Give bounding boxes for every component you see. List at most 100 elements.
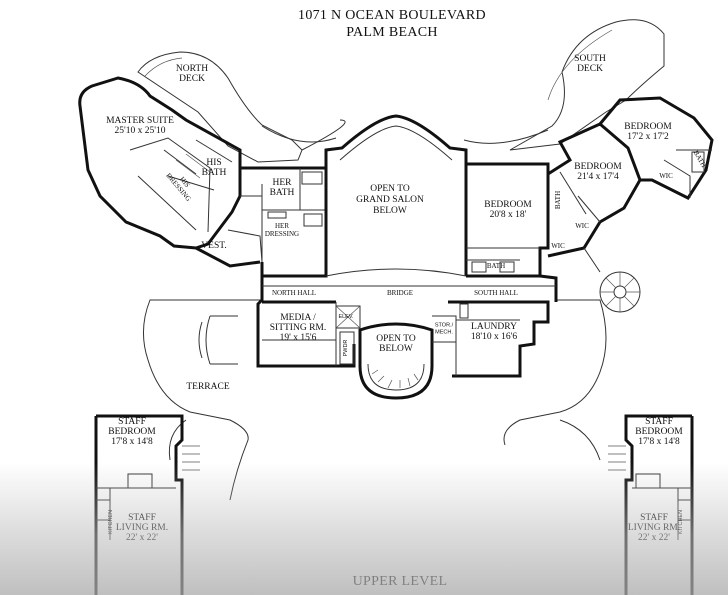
room-label-line: STAFF <box>640 513 668 523</box>
grand-salon-wall <box>324 114 468 276</box>
room-label-line: 20'8 x 18' <box>490 210 527 220</box>
room-label-line: BEDROOM <box>108 427 156 437</box>
room-label-line: BATH <box>202 168 227 178</box>
room-label-line: BELOW <box>379 344 413 354</box>
room-label-bridge: BRIDGE <box>387 289 413 297</box>
room-label-bath-3: BATH <box>692 149 708 169</box>
room-label-line: OPEN TO <box>370 184 410 194</box>
room-label-bath-1: BATH <box>554 191 562 209</box>
room-label-line: MECH. <box>435 330 453 336</box>
room-label-bath-2: BATH <box>487 262 505 270</box>
room-label-line: VEST. <box>201 241 226 251</box>
room-label-stor-mech: STOR./MECH. <box>435 323 454 336</box>
room-label-line: BELOW <box>373 206 407 216</box>
room-label-line: DECK <box>577 64 603 74</box>
room-label-vest: VEST. <box>201 241 226 251</box>
elevator-box <box>335 305 361 329</box>
terrace-outline <box>143 299 263 501</box>
room-label-line: SITTING RM. <box>270 323 326 333</box>
room-label-line: 22' x 22' <box>126 533 158 543</box>
room-label-line: HER <box>275 222 289 230</box>
plan-footer-label: UPPER LEVEL <box>353 574 448 589</box>
room-label-line: DRESSING <box>265 230 299 238</box>
room-label-line: 19' x 15'6 <box>280 333 317 343</box>
room-label-media: MEDIA /SITTING RM.19' x 15'6 <box>270 313 326 343</box>
room-label-wic-2: WIC <box>551 242 565 250</box>
room-label-line: BEDROOM <box>635 427 683 437</box>
room-label-line: NORTH <box>176 64 208 74</box>
room-label-line: TERRACE <box>186 382 229 392</box>
plan-title-line-1: 1071 N OCEAN BOULEVARD <box>298 8 486 23</box>
room-label-elev: ELEV. <box>338 314 354 320</box>
room-label-line: NORTH HALL <box>272 289 316 297</box>
room-label-line: 25'10 x 25'10 <box>115 126 166 136</box>
room-label-line: HER <box>273 178 293 188</box>
room-label-line: DECK <box>179 74 205 84</box>
room-label-wic-1: WIC <box>575 222 589 230</box>
room-label-line: BATH <box>487 262 505 270</box>
room-label-line: 22' x 22' <box>638 533 670 543</box>
room-label-line: 17'8 x 14'8 <box>638 437 680 447</box>
room-label-line: LIVING RM. <box>628 523 680 533</box>
open-below-wall <box>358 322 434 400</box>
room-label-line: BATH <box>554 191 562 209</box>
room-label-pwdr: PWDR <box>343 340 349 357</box>
room-label-line: BEDROOM <box>574 162 622 172</box>
room-label-line: LAUNDRY <box>471 322 517 332</box>
room-label-line: KITCHEN <box>108 510 114 534</box>
room-label-line: ELEV. <box>338 314 354 320</box>
bedroom-middle-wall <box>547 122 642 258</box>
room-label-line: LIVING RM. <box>116 523 168 533</box>
room-label-line: BEDROOM <box>624 122 672 132</box>
north-deck-outline <box>137 51 303 163</box>
room-label-line: 18'10 x 16'6 <box>471 332 517 342</box>
room-label-line: WIC <box>575 222 589 230</box>
room-label-terrace: TERRACE <box>186 382 229 392</box>
room-label-line: BEDROOM <box>484 200 532 210</box>
plan-title-line-2: PALM BEACH <box>346 25 438 40</box>
room-label-kitchen-right: KITCHEN <box>678 510 684 534</box>
room-label-line: WIC <box>551 242 565 250</box>
room-label-line: BRIDGE <box>387 289 413 297</box>
room-label-line: BATH <box>270 188 295 198</box>
master-suite-wall <box>78 76 242 250</box>
room-label-south-hall: SOUTH HALL <box>474 289 518 297</box>
room-label-line: STAFF <box>128 513 156 523</box>
room-label-line: 17'2 x 17'2 <box>627 132 669 142</box>
room-label-line: KITCHEN <box>678 510 684 534</box>
room-label-north-hall: NORTH HALL <box>272 289 316 297</box>
room-label-line: 21'4 x 17'4 <box>577 172 619 182</box>
room-label-line: HIS <box>206 158 221 168</box>
room-label-line: PWDR <box>343 340 349 357</box>
room-label-wic-3: WIC <box>659 172 673 180</box>
room-label-line: GRAND SALON <box>356 195 424 205</box>
room-label-line: STAFF <box>118 417 146 427</box>
room-label-line: SOUTH <box>574 54 606 64</box>
room-label-line: MASTER SUITE <box>106 116 174 126</box>
room-label-line: SOUTH HALL <box>474 289 518 297</box>
room-label-line: BATH <box>692 149 708 169</box>
south-deck-outline <box>509 19 665 151</box>
room-label-line: WIC <box>659 172 673 180</box>
room-label-line: 17'8 x 14'8 <box>111 437 153 447</box>
room-label-kitchen-left: KITCHEN <box>108 510 114 534</box>
room-label-line: OPEN TO <box>376 334 416 344</box>
